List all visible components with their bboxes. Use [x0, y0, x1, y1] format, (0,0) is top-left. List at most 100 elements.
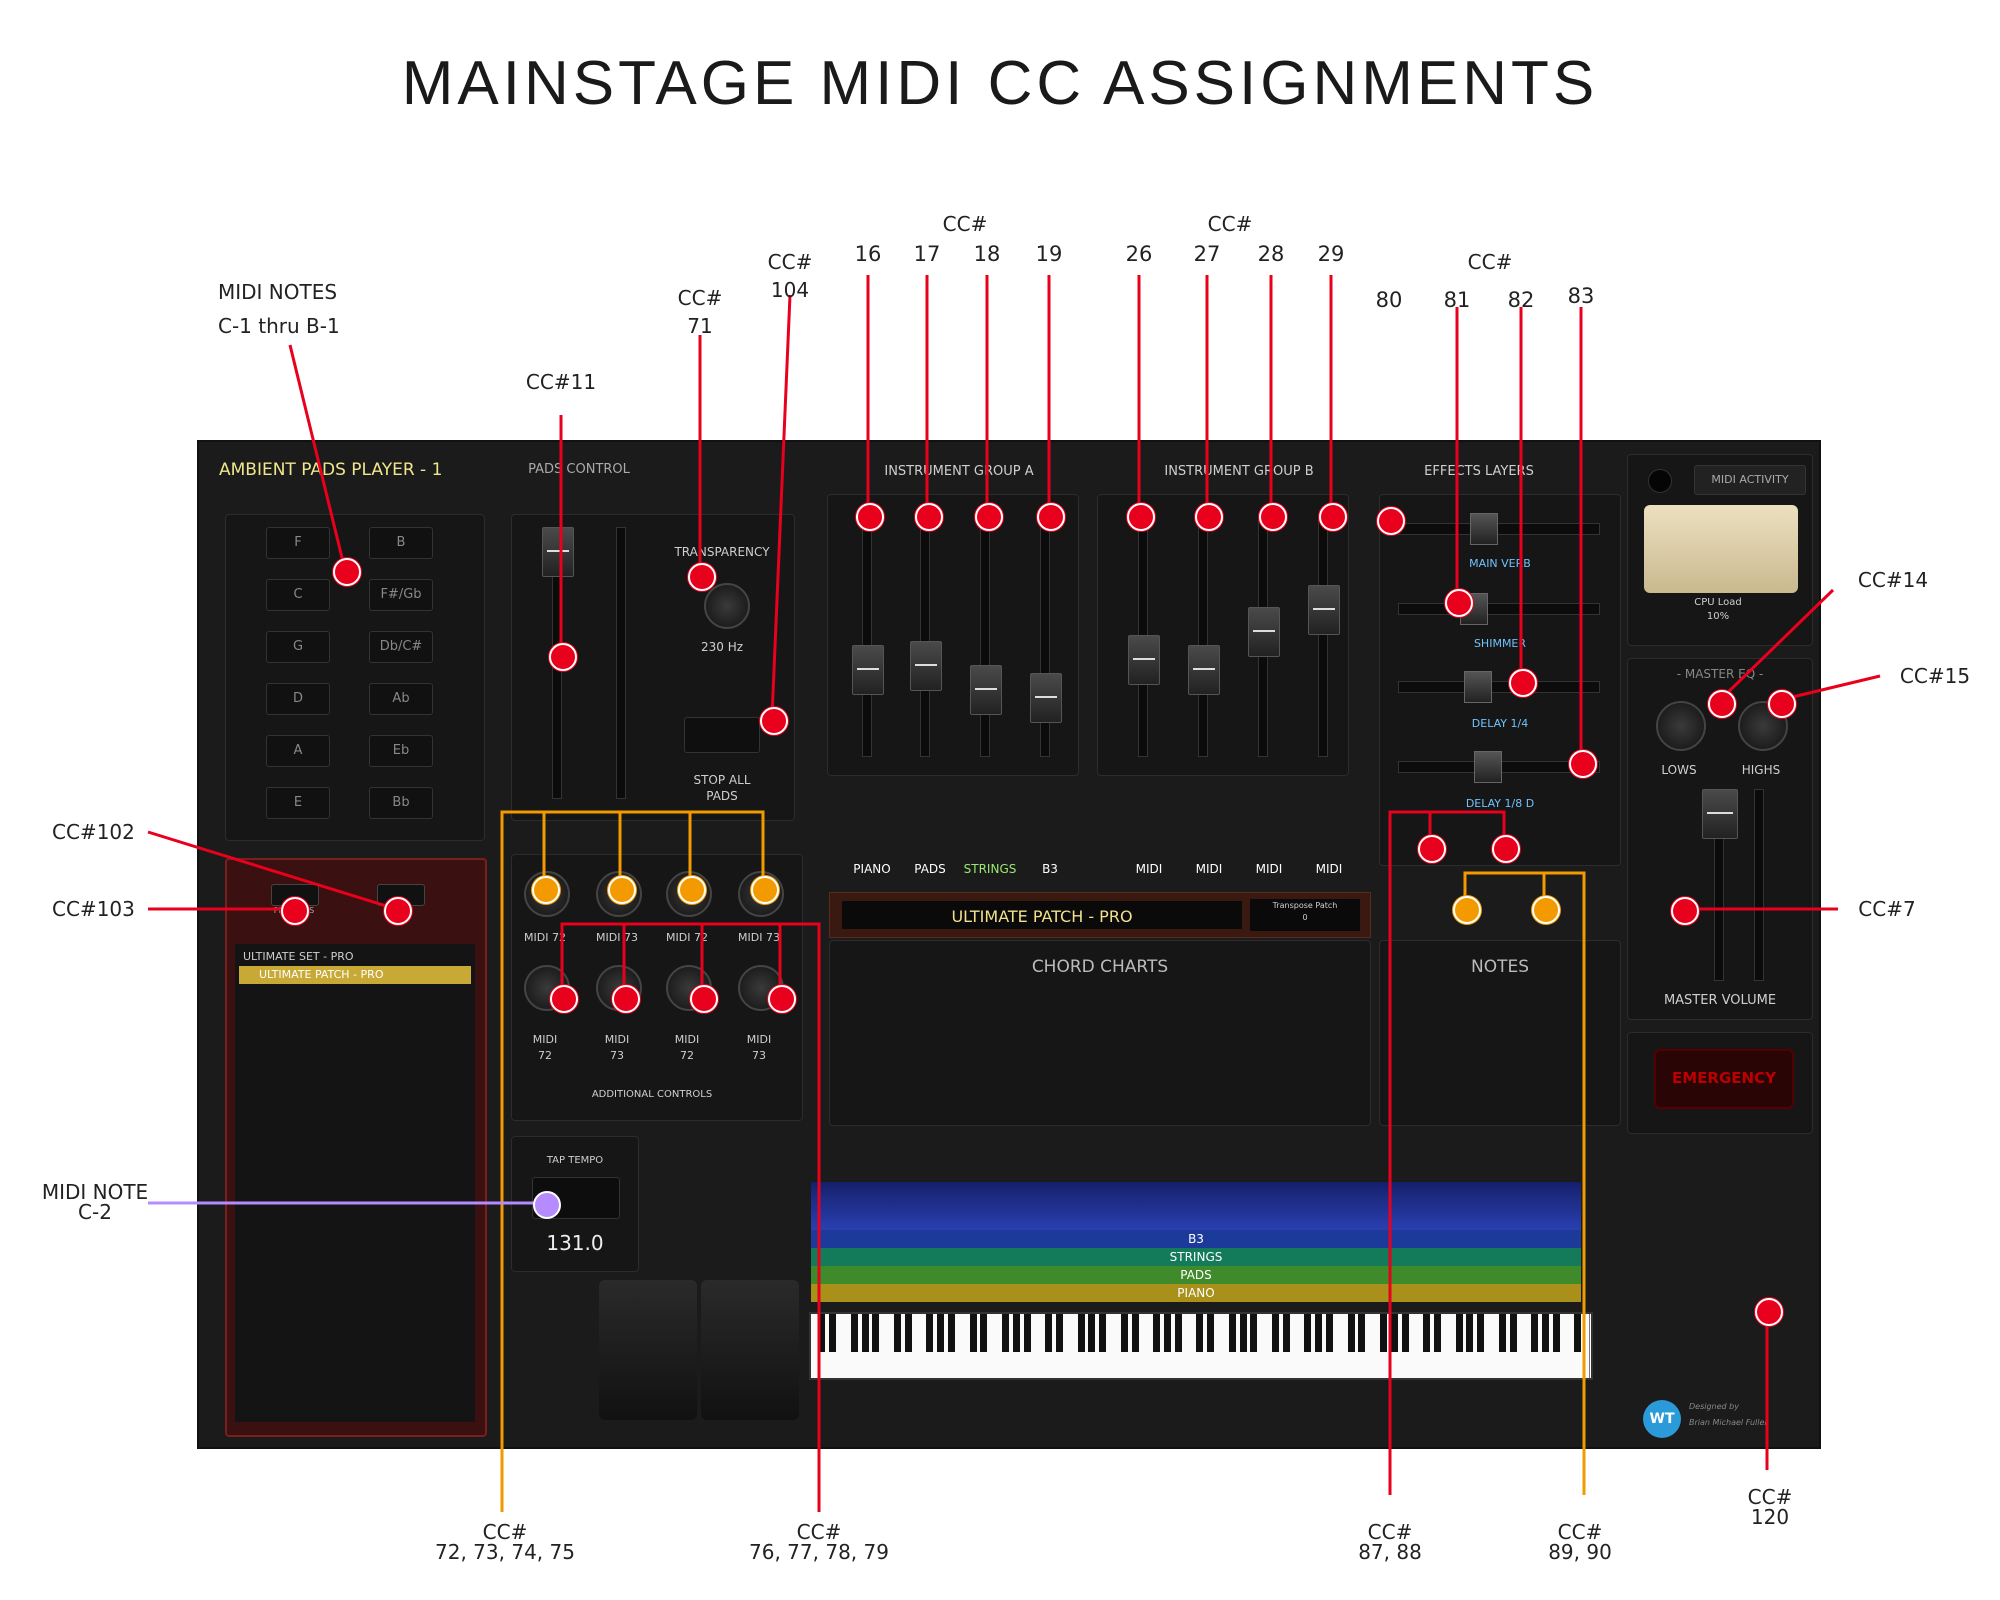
- black-key[interactable]: [1401, 1314, 1409, 1352]
- black-key[interactable]: [1466, 1314, 1474, 1352]
- black-key[interactable]: [1531, 1314, 1539, 1352]
- black-key[interactable]: [1120, 1314, 1128, 1352]
- b3-fader[interactable]: [1030, 673, 1062, 723]
- black-key[interactable]: [1163, 1314, 1171, 1352]
- black-key[interactable]: [1347, 1314, 1355, 1352]
- black-key[interactable]: [1304, 1314, 1312, 1352]
- black-key[interactable]: [1023, 1314, 1031, 1352]
- layer-band[interactable]: PIANO: [811, 1284, 1581, 1302]
- delay-quarter-slider[interactable]: [1464, 671, 1492, 703]
- fx-slider-track[interactable]: [1398, 523, 1600, 535]
- set-name[interactable]: ULTIMATE SET - PRO: [243, 950, 354, 963]
- midi-fader[interactable]: [1188, 645, 1220, 695]
- delay-dotted-slider[interactable]: [1474, 751, 1502, 783]
- main-verb-slider[interactable]: [1470, 513, 1498, 545]
- fader-track[interactable]: [862, 515, 872, 757]
- black-key[interactable]: [1455, 1314, 1463, 1352]
- black-key[interactable]: [1325, 1314, 1333, 1352]
- expression-pedal[interactable]: [599, 1280, 697, 1420]
- note-button[interactable]: G: [266, 631, 330, 663]
- note-button[interactable]: F: [266, 527, 330, 559]
- black-key[interactable]: [1541, 1314, 1549, 1352]
- expression-pedal[interactable]: [701, 1280, 799, 1420]
- black-key[interactable]: [818, 1314, 826, 1352]
- black-key[interactable]: [980, 1314, 988, 1352]
- black-key[interactable]: [1207, 1314, 1215, 1352]
- black-key[interactable]: [937, 1314, 945, 1352]
- fader-track[interactable]: [920, 515, 930, 757]
- black-key[interactable]: [1001, 1314, 1009, 1352]
- black-key[interactable]: [1174, 1314, 1182, 1352]
- midi-fader[interactable]: [1248, 607, 1280, 657]
- black-key[interactable]: [1282, 1314, 1290, 1352]
- black-key[interactable]: [1131, 1314, 1139, 1352]
- black-key[interactable]: [1477, 1314, 1485, 1352]
- black-key[interactable]: [1250, 1314, 1258, 1352]
- black-key[interactable]: [1045, 1314, 1053, 1352]
- black-key[interactable]: [1099, 1314, 1107, 1352]
- black-key[interactable]: [926, 1314, 934, 1352]
- emergency-button[interactable]: EMERGENCY: [1654, 1049, 1794, 1109]
- black-key[interactable]: [1077, 1314, 1085, 1352]
- black-key[interactable]: [829, 1314, 837, 1352]
- black-key[interactable]: [850, 1314, 858, 1352]
- cc120-label-1: CC#: [1747, 1485, 1793, 1509]
- layer-band[interactable]: PADS: [811, 1266, 1581, 1284]
- black-key[interactable]: [1315, 1314, 1323, 1352]
- note-button[interactable]: B: [369, 527, 433, 559]
- note-button[interactable]: D: [266, 683, 330, 715]
- note-button[interactable]: Bb: [369, 787, 433, 819]
- fader-track[interactable]: [1318, 515, 1328, 757]
- cc26-marker: [1127, 503, 1155, 531]
- black-key[interactable]: [861, 1314, 869, 1352]
- midi-fader[interactable]: [1308, 585, 1340, 635]
- note-button[interactable]: F#/Gb: [369, 579, 433, 611]
- black-key[interactable]: [1196, 1314, 1204, 1352]
- piano-fader[interactable]: [852, 645, 884, 695]
- black-key[interactable]: [872, 1314, 880, 1352]
- black-key[interactable]: [1379, 1314, 1387, 1352]
- black-key[interactable]: [1574, 1314, 1582, 1352]
- black-key[interactable]: [1239, 1314, 1247, 1352]
- black-key[interactable]: [1498, 1314, 1506, 1352]
- fader-track[interactable]: [1198, 515, 1208, 757]
- selected-patch-row[interactable]: ULTIMATE PATCH - PRO: [239, 966, 471, 984]
- black-key[interactable]: [904, 1314, 912, 1352]
- black-key[interactable]: [1552, 1314, 1560, 1352]
- note-button[interactable]: Eb: [369, 735, 433, 767]
- black-key[interactable]: [1153, 1314, 1161, 1352]
- layer-band[interactable]: STRINGS: [811, 1248, 1581, 1266]
- black-key[interactable]: [947, 1314, 955, 1352]
- black-key[interactable]: [1012, 1314, 1020, 1352]
- black-key[interactable]: [1390, 1314, 1398, 1352]
- note-button[interactable]: E: [266, 787, 330, 819]
- black-key[interactable]: [969, 1314, 977, 1352]
- transparency-knob[interactable]: [704, 583, 750, 629]
- stop-all-pads-button[interactable]: [684, 717, 760, 753]
- black-key[interactable]: [1271, 1314, 1279, 1352]
- black-key[interactable]: [1358, 1314, 1366, 1352]
- note-button[interactable]: Ab: [369, 683, 433, 715]
- black-key[interactable]: [1423, 1314, 1431, 1352]
- fader-track[interactable]: [980, 515, 990, 757]
- note-button[interactable]: C: [266, 579, 330, 611]
- transpose-box[interactable]: Transpose Patch 0: [1250, 899, 1360, 931]
- midi-fader[interactable]: [1128, 635, 1160, 685]
- note-button[interactable]: A: [266, 735, 330, 767]
- black-key[interactable]: [1088, 1314, 1096, 1352]
- master-volume-fader[interactable]: [1702, 789, 1738, 839]
- black-key[interactable]: [893, 1314, 901, 1352]
- fx-slider-track[interactable]: [1398, 681, 1600, 693]
- fx-slider-track[interactable]: [1398, 603, 1600, 615]
- black-key[interactable]: [1055, 1314, 1063, 1352]
- layer-band[interactable]: B3: [811, 1230, 1581, 1248]
- pads-fader[interactable]: [910, 641, 942, 691]
- pads-volume-fader[interactable]: [542, 527, 574, 577]
- strings-fader[interactable]: [970, 665, 1002, 715]
- black-key[interactable]: [1433, 1314, 1441, 1352]
- black-key[interactable]: [1509, 1314, 1517, 1352]
- black-key[interactable]: [1228, 1314, 1236, 1352]
- lows-knob[interactable]: [1656, 701, 1706, 751]
- keyboard[interactable]: [809, 1312, 1593, 1380]
- note-button[interactable]: Db/C#: [369, 631, 433, 663]
